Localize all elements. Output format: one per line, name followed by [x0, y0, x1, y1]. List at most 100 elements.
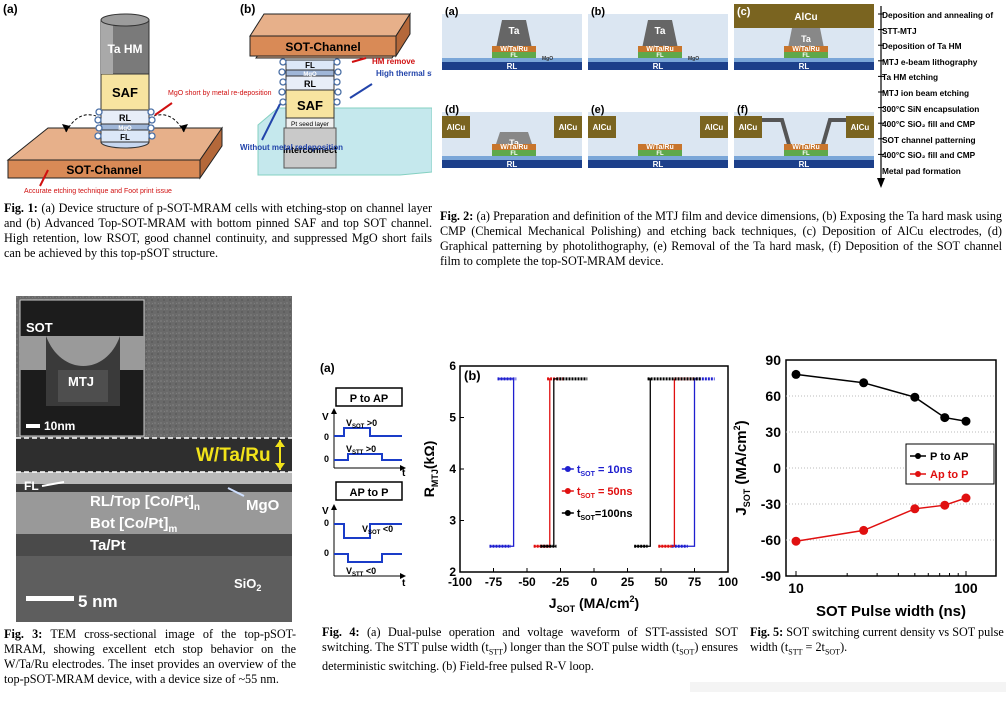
y-tick-label: 30: [765, 424, 781, 440]
x-tick-label: -100: [448, 575, 472, 589]
legend-label: P to AP: [930, 451, 969, 463]
svg-text:W/Ta/Ru: W/Ta/Ru: [646, 144, 673, 151]
svg-text:W/Ta/Ru: W/Ta/Ru: [196, 445, 271, 466]
fig4a: (a) P to AP V 0 VSOT >0 0 VSTT >0 t AP t…: [318, 360, 410, 592]
svg-text:VSTT <0: VSTT <0: [346, 566, 376, 578]
y-axis-label: RMTJ(kΩ): [421, 441, 440, 497]
svg-text:10nm: 10nm: [44, 419, 75, 433]
x-tick-label: 75: [688, 575, 702, 589]
p-to-ap-box: P to AP: [350, 393, 389, 405]
svg-text:MgO: MgO: [688, 56, 699, 62]
svg-text:Ta: Ta: [509, 138, 520, 148]
j-data-point: [791, 369, 801, 379]
fig1-panel-a-tag: (a): [3, 2, 18, 16]
svg-text:AlCu: AlCu: [559, 123, 578, 132]
fig2-panel-tag: (d): [445, 104, 459, 116]
y-tick-label: 4: [449, 462, 456, 476]
fig2-flow: Deposition and annealing of STT-MTJ Depo…: [882, 8, 1006, 180]
fig2-caption: Fig. 2: (a) Preparation and definition o…: [440, 209, 1003, 268]
flow-step: Deposition of Ta HM: [882, 41, 962, 52]
x-tick-label: 25: [621, 575, 635, 589]
rv-series: tSOT = 10ns: [489, 377, 715, 548]
svg-text:RL: RL: [799, 62, 810, 71]
j-data-point: [961, 493, 971, 503]
svg-text:RL/Top [Co/Pt]n: RL/Top [Co/Pt]n: [90, 493, 200, 513]
svg-text:Pt seed layer: Pt seed layer: [291, 121, 330, 128]
legend-marker: [564, 466, 571, 472]
y-tick-label: -30: [761, 496, 781, 512]
svg-text:FL: FL: [120, 133, 130, 142]
svg-text:FL: FL: [305, 61, 315, 70]
legend-box: [905, 443, 995, 485]
legend-marker: [564, 510, 571, 516]
legend-label: tSOT = 50ns: [577, 486, 633, 500]
svg-text:VSOT <0: VSOT <0: [362, 524, 393, 536]
rv-branch-pos: [671, 378, 696, 547]
svg-text:FL: FL: [510, 151, 518, 157]
fig1-caption: Fig. 1: (a) Device structure of p-SOT-MR…: [4, 201, 433, 260]
fig1b-interconnect: [283, 127, 337, 169]
j-data-point: [961, 416, 971, 426]
svg-text:AlCu: AlCu: [447, 123, 466, 132]
x-tick-label: 100: [718, 575, 738, 589]
svg-text:0: 0: [324, 432, 329, 442]
y-tick-label: 0: [773, 460, 781, 476]
fig3-caption: Fig. 3: TEM cross-sectional image of the…: [4, 627, 297, 686]
y-tick-label: 5: [449, 411, 456, 425]
page-shading: [690, 682, 1006, 692]
flow-step: 300°C SiN encapsulation: [882, 103, 980, 114]
svg-text:RL: RL: [799, 160, 810, 169]
svg-text:VSTT >0: VSTT >0: [346, 444, 376, 456]
svg-text:V: V: [322, 506, 329, 517]
fig1b-redep-note: Without metal redeposition: [240, 143, 343, 152]
svg-text:SAF: SAF: [112, 85, 138, 100]
fig1-diagram: (a) SOT-Channel FL MgO RL SAF Ta HM MgO …: [3, 2, 476, 195]
flow-step: Metal pad formation: [882, 165, 961, 176]
rv-plot-frame: [459, 365, 729, 573]
svg-text:FL: FL: [802, 151, 810, 157]
x-tick-label: 50: [654, 575, 668, 589]
svg-text:Ta HM: Ta HM: [107, 42, 142, 56]
svg-text:FL: FL: [24, 479, 39, 493]
svg-text:MgO: MgO: [118, 126, 132, 132]
x-axis-label: JSOT (MA/cm2): [549, 594, 639, 614]
y-tick-label: 6: [449, 359, 456, 373]
svg-text:VSOT >0: VSOT >0: [346, 418, 377, 430]
fig1a-channel-label: SOT-Channel: [66, 163, 141, 177]
svg-text:AlCu: AlCu: [794, 12, 817, 23]
svg-text:AlCu: AlCu: [593, 123, 612, 132]
svg-text:W/Ta/Ru: W/Ta/Ru: [646, 46, 673, 53]
x-tick-label: -75: [485, 575, 503, 589]
svg-text:RL: RL: [507, 62, 518, 71]
svg-text:Ta: Ta: [655, 26, 666, 37]
j-data-point: [910, 392, 920, 402]
y-axis-label: JSOT (MA/cm2): [732, 420, 752, 515]
svg-text:0: 0: [324, 518, 329, 528]
fig1a-short-note: MgO short by metal re-deposition: [168, 90, 272, 97]
svg-text:W/Ta/Ru: W/Ta/Ru: [500, 46, 527, 53]
svg-text:MgO: MgO: [246, 497, 280, 514]
fig1-panel-b-tag: (b): [240, 2, 255, 16]
j-data-point: [859, 378, 869, 388]
y-tick-label: 3: [449, 514, 456, 528]
y-tick-label: 60: [765, 388, 781, 404]
svg-text:SAF: SAF: [297, 98, 323, 113]
j-data-point: [910, 504, 920, 514]
flow-step: MTJ ion beam etching: [882, 87, 970, 98]
fig2-panel-tag: (b): [591, 6, 605, 18]
legend-label: Ap to P: [930, 469, 969, 481]
fig1b-channel-label: SOT-Channel: [285, 40, 360, 54]
svg-text:RL: RL: [653, 160, 664, 169]
x-tick-label: 10: [788, 580, 804, 596]
svg-text:RL: RL: [507, 160, 518, 169]
svg-text:FL: FL: [656, 151, 664, 157]
x-tick-label: -50: [518, 575, 536, 589]
